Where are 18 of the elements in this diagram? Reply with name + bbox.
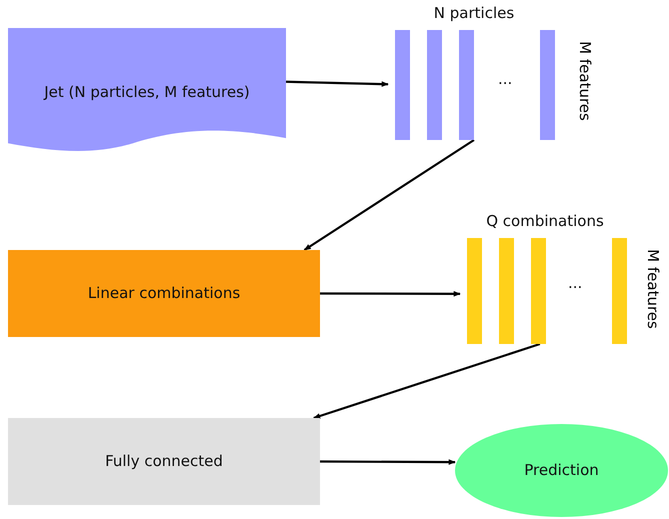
group-heading: Q combinations <box>485 212 605 230</box>
axis-caption: M features <box>644 249 662 329</box>
node-label: Linear combinations <box>88 283 240 304</box>
node-label: Prediction <box>524 460 599 481</box>
arrow <box>313 342 540 420</box>
axis-caption: M features <box>576 41 594 121</box>
ellipsis-text: ... <box>498 70 512 88</box>
arrow <box>304 139 475 251</box>
arrow <box>320 459 456 465</box>
process-box <box>8 250 320 337</box>
ellipsis-text: ... <box>568 274 582 292</box>
arrow <box>286 80 389 87</box>
group-heading: N particles <box>432 4 516 22</box>
node-label: Fully connected <box>105 451 223 472</box>
node-label: Jet (N particles, M features) <box>44 82 250 102</box>
process-box <box>8 418 320 505</box>
arrow <box>320 291 461 297</box>
ellipse-shape <box>455 424 668 517</box>
